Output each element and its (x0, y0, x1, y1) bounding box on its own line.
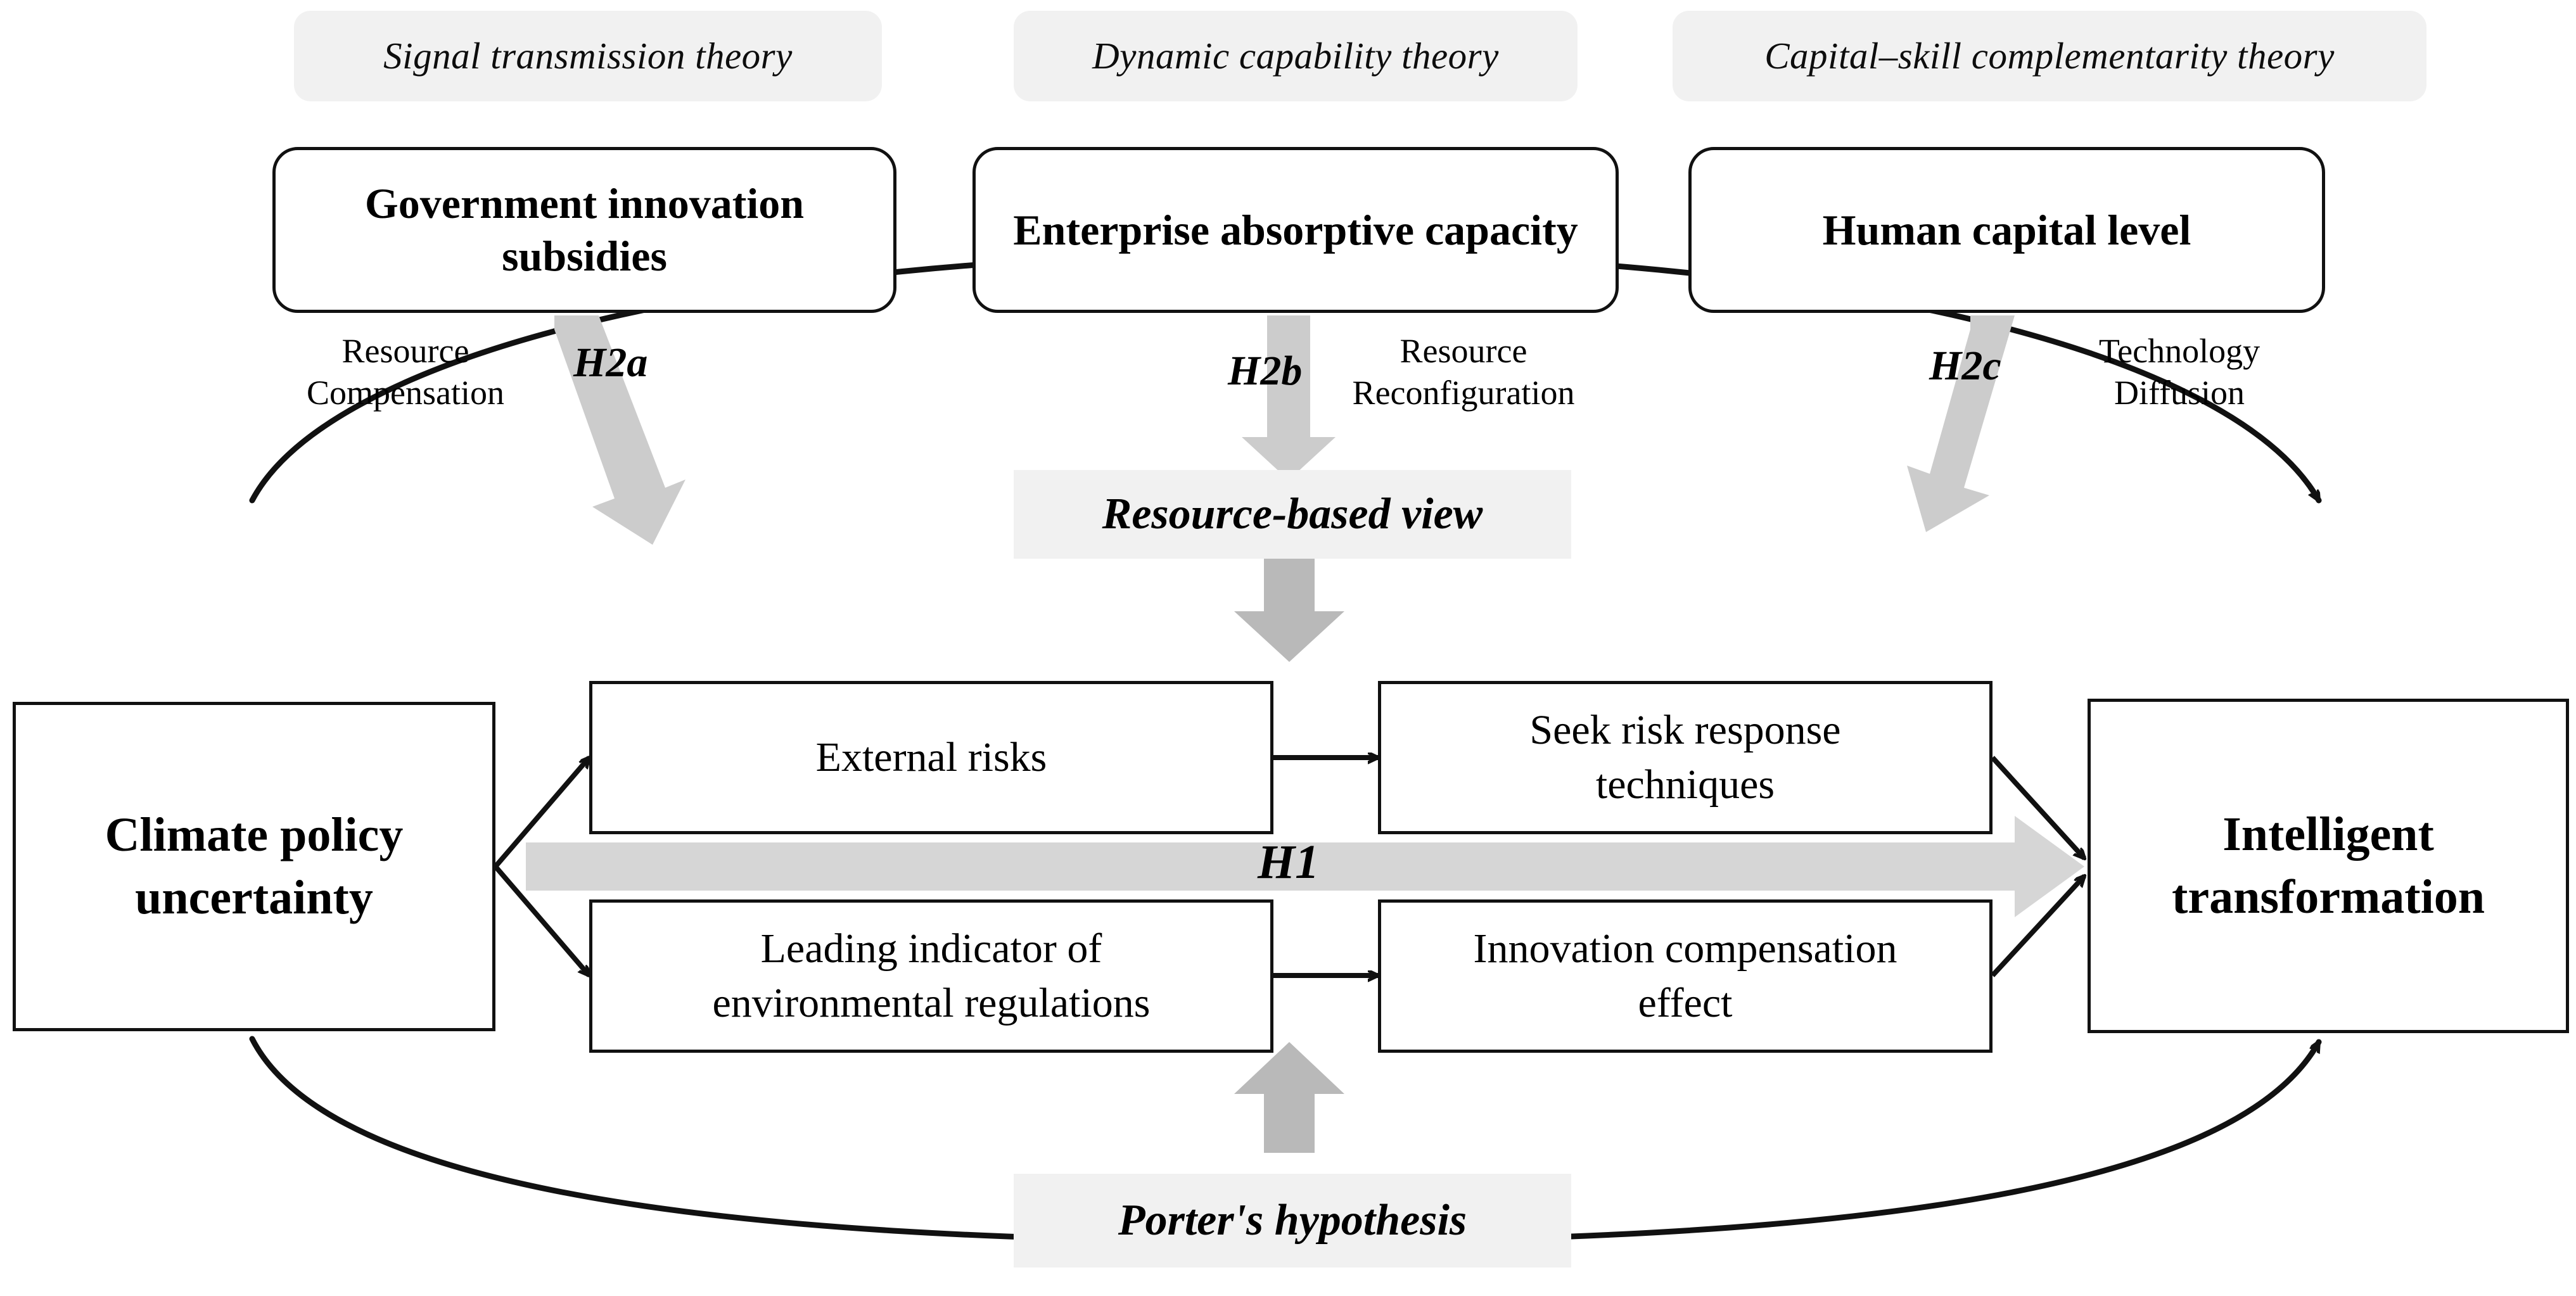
mediator-box-innovation-compensation-effect[interactable]: Innovation compensation effect (1378, 899, 1993, 1053)
mediator-line-1: Innovation compensation (1473, 925, 1897, 972)
mechanism-line-1: Resource (341, 332, 469, 370)
gray-arrow-porter-up (1234, 1042, 1344, 1153)
moderator-box-government-innovation-subsidies[interactable]: Government innovation subsidies (272, 147, 896, 313)
hypothesis-label-h2b: H2b (1228, 347, 1302, 395)
mediator-box-seek-risk-response-techniques[interactable]: Seek risk response techniques (1378, 681, 1993, 834)
band-label-text: Porter's hypothesis (1118, 1196, 1467, 1245)
moderator-box-label: Human capital level (1822, 205, 2191, 254)
theory-chip-label: Capital–skill complementarity theory (1764, 35, 2335, 77)
hypothesis-label-h2a: H2a (573, 339, 647, 387)
mediator-line-1: Seek risk response (1529, 707, 1841, 754)
gray-arrow-rbv-down (1234, 557, 1344, 662)
band-resource-based-view: Resource-based view (1014, 470, 1571, 559)
theory-chip-capital-skill: Capital–skill complementarity theory (1673, 11, 2426, 101)
mechanism-label-resource-reconfiguration: Resource Reconfiguration (1318, 331, 1609, 414)
mediator-line-2: environmental regulations (712, 980, 1151, 1026)
mechanism-line-2: Compensation (307, 373, 504, 412)
mechanism-label-technology-diffusion: Technology Diffusion (2053, 331, 2306, 414)
construct-line-2: uncertainty (135, 871, 373, 924)
mediator-line-2: effect (1638, 980, 1733, 1026)
mechanism-line-2: Diffusion (2114, 373, 2245, 412)
theory-chip-dynamic-capability: Dynamic capability theory (1014, 11, 1578, 101)
hypothesis-text: H2a (573, 340, 648, 386)
gray-arrow-h2a (554, 315, 685, 545)
connector-seek-risk-to-outcome (1991, 756, 2084, 858)
construct-line-1: Intelligent (2222, 808, 2434, 861)
gray-arrow-h1 (526, 816, 2084, 917)
band-label-text: Resource-based view (1102, 490, 1483, 538)
moderator-box-enterprise-absorptive-capacity[interactable]: Enterprise absorptive capacity (972, 147, 1619, 313)
connector-cpu-to-external-risks (493, 758, 589, 868)
construct-line-2: transformation (2172, 870, 2485, 924)
moderator-box-human-capital-level[interactable]: Human capital level (1688, 147, 2325, 313)
hypothesis-label-h2c: H2c (1929, 342, 2001, 390)
mechanism-line-1: Technology (2098, 332, 2260, 370)
theory-chip-label: Dynamic capability theory (1092, 35, 1499, 77)
connector-innovation-to-outcome (1991, 876, 2084, 977)
theory-chip-signal-transmission: Signal transmission theory (294, 11, 882, 101)
mediator-box-external-risks[interactable]: External risks (589, 681, 1273, 834)
mechanism-line-2: Reconfiguration (1352, 373, 1575, 412)
construct-box-intelligent-transformation[interactable]: Intelligent transformation (2088, 699, 2569, 1033)
hypothesis-label-h1: H1 (1258, 835, 1319, 890)
hypothesis-text: H1 (1258, 835, 1320, 889)
theory-chip-label: Signal transmission theory (383, 35, 793, 77)
band-porters-hypothesis: Porter's hypothesis (1014, 1174, 1571, 1267)
connector-cpu-to-leading-indicator (493, 865, 589, 975)
hypothesis-text: H2b (1228, 348, 1303, 394)
mediator-box-leading-indicator-environmental-regulations[interactable]: Leading indicator of environmental regul… (589, 899, 1273, 1053)
mechanism-label-resource-compensation: Resource Compensation (266, 331, 545, 414)
hypothesis-text: H2c (1929, 343, 2001, 389)
moderator-box-label: Government innovation subsidies (364, 179, 805, 280)
moderator-box-label: Enterprise absorptive capacity (1013, 205, 1578, 254)
mediator-label: External risks (815, 734, 1047, 781)
gray-arrow-h2b (1242, 315, 1336, 480)
mechanism-line-1: Resource (1400, 332, 1527, 370)
construct-line-1: Climate policy (105, 808, 404, 862)
mediator-line-1: Leading indicator of (760, 925, 1102, 972)
construct-box-climate-policy-uncertainty[interactable]: Climate policy uncertainty (13, 702, 495, 1031)
mediator-line-2: techniques (1595, 761, 1775, 808)
gray-arrow-h2c (1907, 315, 2015, 532)
